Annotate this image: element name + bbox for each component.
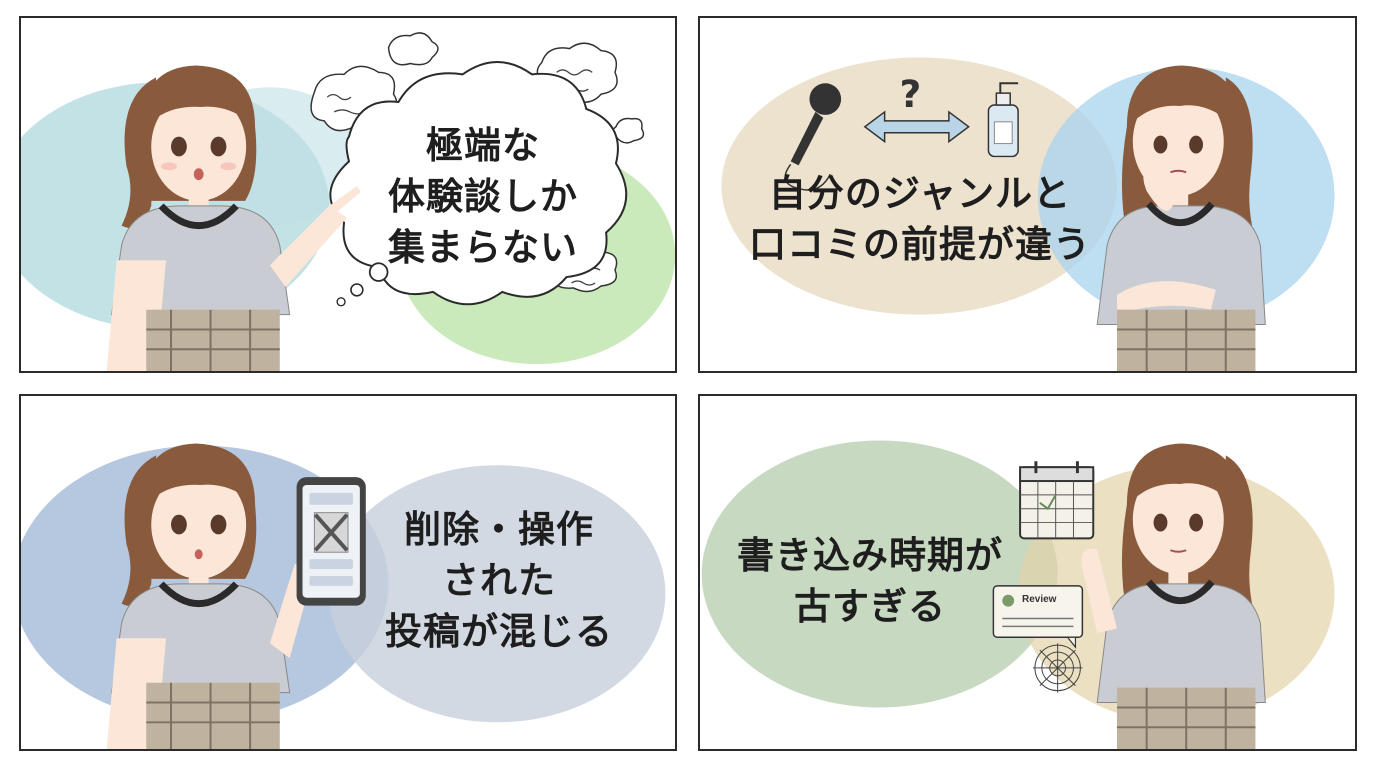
caption-line: された: [442, 559, 556, 602]
caption-line: 集まらない: [388, 226, 578, 269]
double-arrow-icon: [863, 110, 970, 144]
panel-3-illustration: [21, 443, 666, 749]
caption-line: 書き込み時期が: [737, 534, 1003, 577]
panel-2-illustration: ?: [721, 57, 1335, 371]
girl-character-icon: [1096, 65, 1266, 371]
caption-line: 古すぎる: [794, 585, 946, 628]
comic-panel-4: Review 書き込み時期が 古すぎる: [698, 394, 1357, 751]
question-mark-icon: ?: [899, 72, 921, 116]
cobweb-icon: [1032, 643, 1083, 693]
panel-4-caption: 書き込み時期が 古すぎる: [730, 530, 1010, 632]
panel-2-caption: 自分のジャンルと 口コミの前提が違う: [740, 168, 1100, 270]
calendar-icon: [1019, 461, 1095, 540]
comic-panel-1: 極端な 体験談しか 集まらない: [19, 16, 677, 373]
girl-character-icon: [106, 443, 315, 749]
caption-line: 投稿が混じる: [385, 610, 613, 653]
panel-1-illustration: [21, 32, 675, 371]
caption-line: 削除・操作: [404, 508, 594, 551]
comic-panel-3: 削除・操作 された 投稿が混じる: [19, 394, 677, 751]
caption-line: 自分のジャンルと: [768, 172, 1072, 215]
girl-character-icon: [1081, 443, 1266, 749]
caption-line: 口コミの前提が違う: [749, 223, 1091, 266]
panel-1-caption: 極端な 体験談しか 集まらない: [373, 120, 593, 273]
pump-bottle-icon: [987, 82, 1019, 158]
review-card-label: Review: [1022, 594, 1057, 605]
panel-4-illustration: [701, 440, 1335, 749]
caption-line: 極端な: [426, 124, 540, 167]
girl-character-icon: [106, 65, 361, 371]
smartphone-icon: [296, 477, 366, 606]
thought-cloud-icon: [329, 61, 628, 306]
caption-line: 体験談しか: [388, 175, 578, 218]
comic-panel-2: ? 自分のジャンルと 口コミの前提が違う: [698, 16, 1357, 373]
panel-3-caption: 削除・操作 された 投稿が混じる: [379, 504, 619, 657]
microphone-icon: [784, 83, 842, 191]
review-card-icon: [992, 585, 1084, 649]
